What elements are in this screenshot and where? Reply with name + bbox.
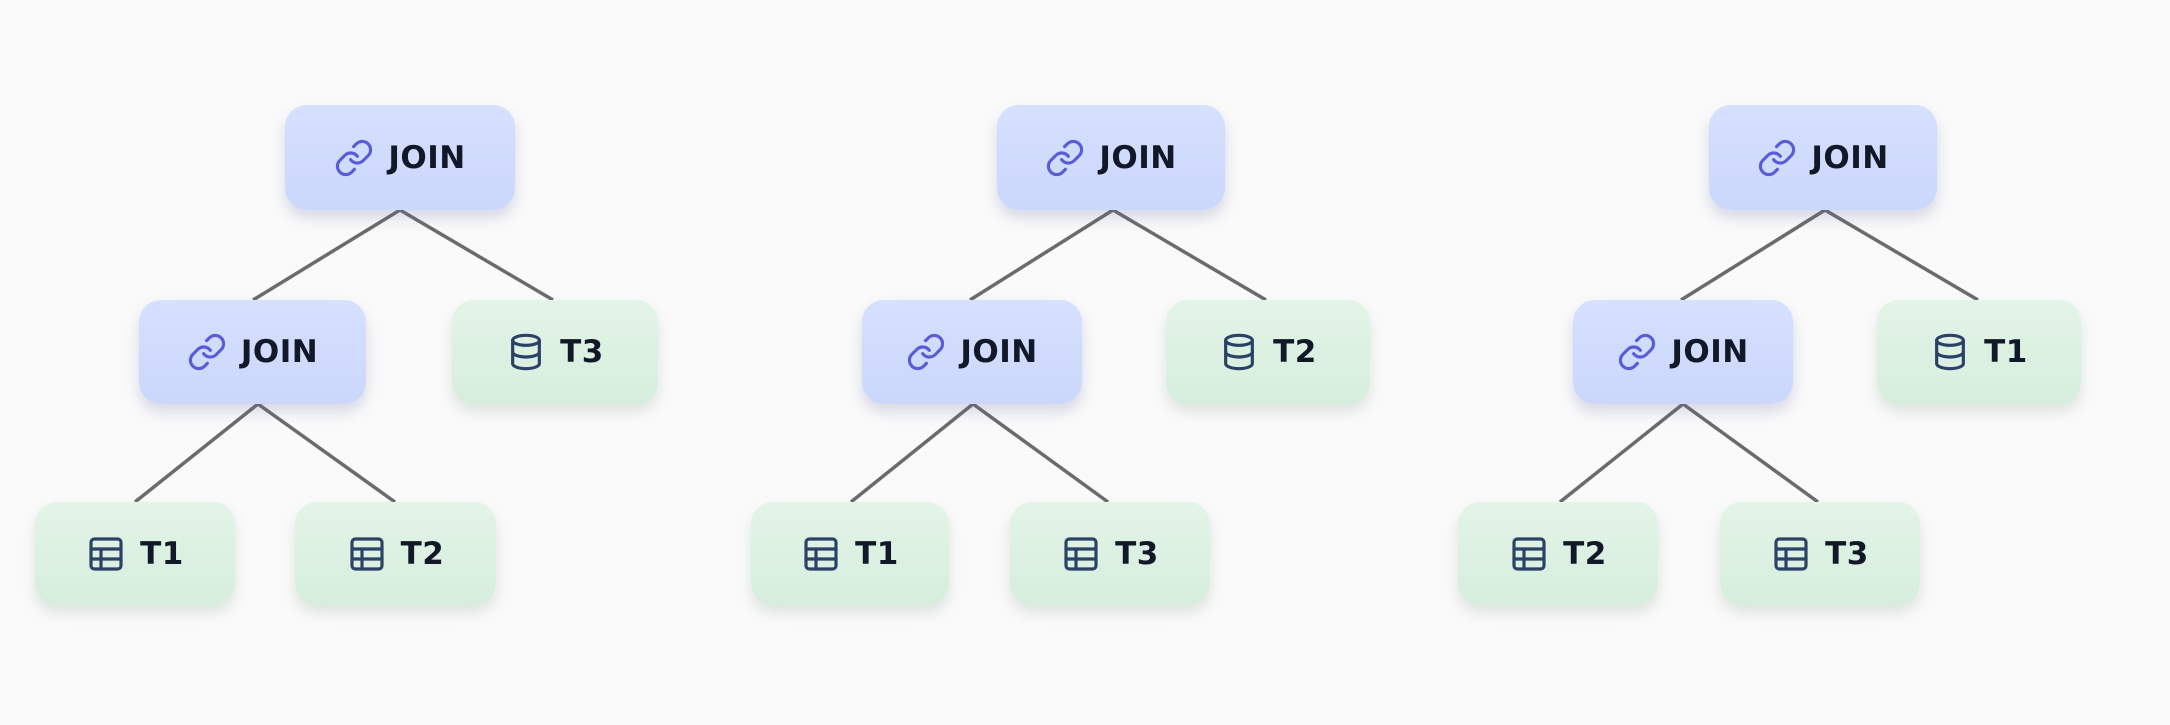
table-node: T2 [295, 502, 496, 605]
node-label: JOIN [240, 334, 319, 370]
table-node: T1 [751, 502, 949, 605]
node-label: JOIN [388, 139, 466, 176]
table-node: T3 [1720, 502, 1920, 605]
table-icon [1061, 534, 1101, 574]
node-label: T1 [1984, 334, 2028, 370]
table-node: T2 [1166, 300, 1370, 404]
edge [133, 402, 260, 504]
link-icon [334, 138, 374, 178]
database-icon [506, 332, 546, 372]
table-node: T1 [1877, 300, 2081, 404]
edge [252, 208, 401, 302]
node-label: T2 [1273, 334, 1317, 370]
edge [1558, 402, 1685, 504]
node-label: T1 [855, 535, 899, 572]
link-icon [906, 332, 946, 372]
database-icon [1219, 332, 1259, 372]
node-label: T3 [560, 334, 604, 370]
node-label: T3 [1825, 535, 1869, 572]
table-icon [1771, 534, 1811, 574]
join-node-inner: JOIN [862, 300, 1082, 404]
edge [849, 402, 975, 504]
edge [1824, 208, 1979, 302]
edge [1112, 208, 1267, 302]
edge [971, 402, 1110, 504]
edge [969, 208, 1114, 302]
node-label: T2 [400, 535, 445, 572]
node-label: JOIN [960, 334, 1038, 370]
table-icon [347, 534, 387, 574]
table-node: T1 [35, 502, 235, 605]
table-icon [86, 534, 126, 574]
node-label: JOIN [1811, 139, 1889, 176]
link-icon [1617, 332, 1657, 372]
edge [256, 402, 397, 504]
node-label: T1 [140, 535, 184, 572]
node-label: T2 [1563, 535, 1607, 572]
node-label: T3 [1115, 535, 1159, 572]
node-label: JOIN [1671, 334, 1749, 370]
link-icon [1045, 138, 1085, 178]
edge [1680, 208, 1826, 302]
join-node-inner: JOIN [1573, 300, 1793, 404]
link-icon [1757, 138, 1797, 178]
link-icon [187, 332, 227, 372]
node-label: JOIN [1099, 139, 1177, 176]
join-node-root: JOIN [285, 105, 515, 210]
join-node-inner: JOIN [139, 300, 366, 404]
table-node: T3 [452, 300, 658, 404]
join-node-root: JOIN [997, 105, 1225, 210]
edge [399, 208, 554, 302]
database-icon [1930, 332, 1970, 372]
edge [1681, 402, 1820, 504]
table-icon [1509, 534, 1549, 574]
table-node: T2 [1458, 502, 1658, 605]
table-node: T3 [1010, 502, 1210, 605]
join-node-root: JOIN [1709, 105, 1937, 210]
table-icon [801, 534, 841, 574]
